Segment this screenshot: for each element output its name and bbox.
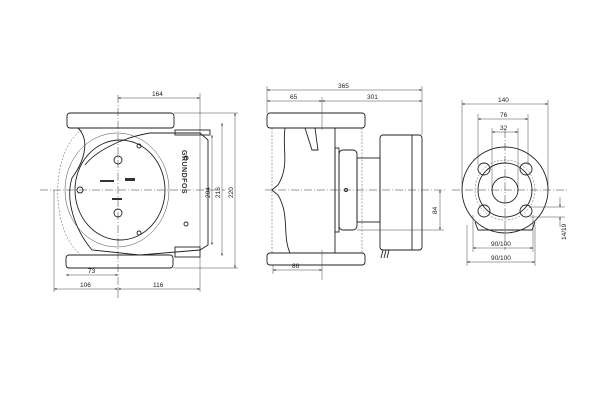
bolt-hole [519,204,533,218]
dim-90-100-b: 90/100 [491,255,511,262]
dim-84: 84 [432,206,439,214]
button-icon [113,155,123,165]
dim-14-19: 14/19 [561,223,568,240]
label-mark [112,198,122,200]
screw-icon [113,208,123,218]
bolt-hole [477,162,491,176]
gasket-outline [474,159,536,221]
dim-116: 116 [153,282,164,289]
screw-icon [183,221,189,227]
led-indicators [100,180,114,182]
raised-face [477,162,533,218]
screw-icon [136,143,142,149]
screw-icon [183,155,189,161]
dim-220: 220 [228,187,235,198]
dim-73: 73 [88,268,96,275]
pump-housing [271,127,336,254]
brand-logo: GRUNDFOS [180,150,187,194]
volute-hidden-outline [57,129,83,255]
pump-housing [69,127,209,256]
dim-216: 216 [215,187,222,198]
front-view: GRUNDFOS 164 204 216 220 73 106 116 [40,91,238,300]
led-indicators [125,178,135,181]
housing-rib [304,127,319,151]
top-flange [266,112,366,129]
dim-90-100-a: 90/100 [491,241,511,248]
screw-icon [76,186,84,194]
flange-view: 140 76 32 90/100 90/100 14/19 [452,97,568,266]
flange-foot [474,221,536,231]
dim-301: 301 [367,94,378,101]
vent-screw [344,188,348,192]
dim-365: 365 [338,83,349,90]
top-flange [66,112,175,129]
top-flange-edge [174,129,211,136]
bottom-flange [266,252,366,266]
bottom-flange [65,254,174,269]
side-view: 365 65 301 84 86 [265,83,445,280]
dim-106: 106 [80,282,91,289]
dim-86: 86 [292,263,300,270]
bolt-hole [519,162,533,176]
dim-32: 32 [500,125,508,132]
dim-76: 76 [500,112,508,119]
screw-icon [136,230,142,236]
dim-140: 140 [498,97,509,104]
cable-gland [380,249,390,259]
motor-housing [379,134,423,251]
bolt-hole [477,204,491,218]
dim-164: 164 [152,91,163,98]
dim-204: 204 [205,187,212,198]
control-panel [74,139,166,241]
dim-65: 65 [290,94,298,101]
panel-ring [64,132,170,248]
